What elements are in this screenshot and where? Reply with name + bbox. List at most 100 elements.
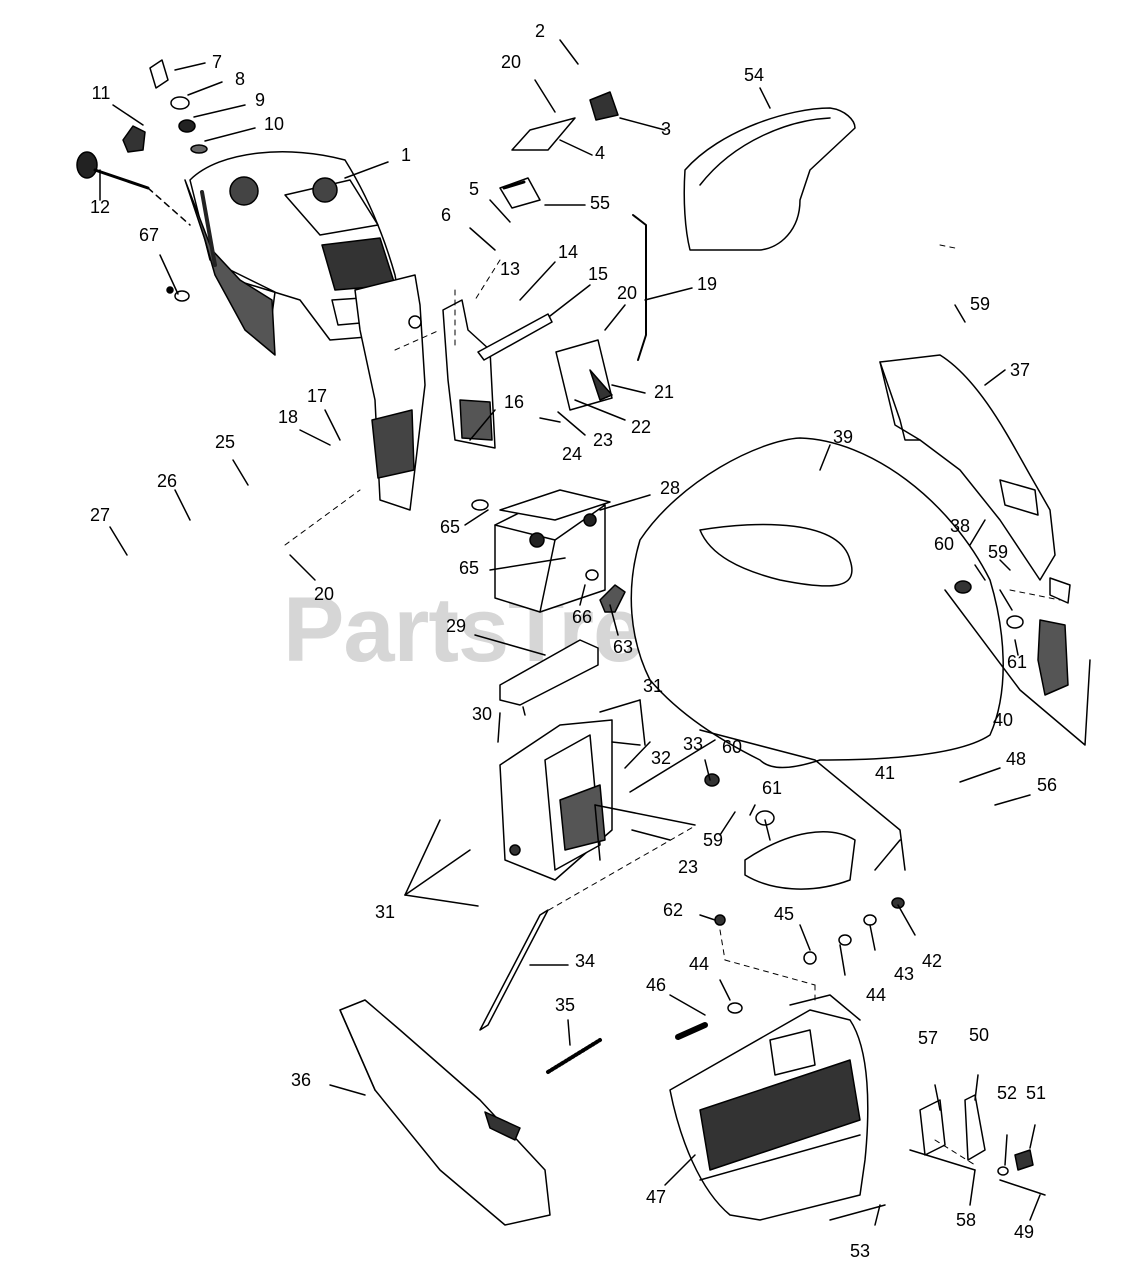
handle-bar-part	[477, 313, 553, 361]
callout-39: 39	[833, 427, 853, 447]
callout-14: 14	[558, 242, 578, 262]
callout-12: 12	[90, 197, 110, 217]
callout-35: 35	[555, 995, 575, 1015]
callout-10: 10	[264, 114, 284, 134]
callout-59-mid: 59	[703, 830, 723, 850]
battery-tray-30-part	[499, 719, 613, 881]
callout-42: 42	[922, 951, 942, 971]
callout-21: 21	[654, 382, 674, 402]
callout-67: 67	[139, 225, 159, 245]
callout-19: 19	[697, 274, 717, 294]
callout-15: 15	[588, 264, 608, 284]
callout-59-right: 59	[988, 542, 1008, 562]
top-cover-54-part	[683, 107, 856, 251]
callout-44-right: 44	[866, 985, 886, 1005]
callout-23-bottom: 23	[678, 857, 698, 877]
callout-44-left: 44	[689, 954, 709, 974]
callout-52: 52	[997, 1083, 1017, 1103]
callout-labels: 1 2 3 4 5 6 7 8 9 10 11 12 13 14 15 16 1…	[90, 21, 1057, 1261]
hood-latch-part	[919, 1094, 1034, 1176]
callout-60-right: 60	[934, 534, 954, 554]
front-grille-47-part	[669, 994, 869, 1221]
callout-63: 63	[613, 637, 633, 657]
side-panel-36-part	[339, 999, 551, 1226]
callout-41: 41	[875, 763, 895, 783]
callout-65-bottom: 65	[459, 558, 479, 578]
callout-18: 18	[278, 407, 298, 427]
callout-36: 36	[291, 1070, 311, 1090]
callout-46: 46	[646, 975, 666, 995]
callout-30: 30	[472, 704, 492, 724]
callout-43: 43	[894, 964, 914, 984]
callout-20-top: 20	[501, 52, 521, 72]
mounting-bracket-part	[354, 274, 496, 511]
rod-19-part	[632, 214, 647, 361]
spring-35-part	[546, 1038, 602, 1074]
callout-24: 24	[562, 444, 582, 464]
callout-2: 2	[535, 21, 545, 41]
callout-38: 38	[950, 516, 970, 536]
trim-41-part	[699, 729, 906, 890]
battery-28-part	[471, 489, 611, 613]
callout-1: 1	[401, 145, 411, 165]
callout-16: 16	[504, 392, 524, 412]
callout-49: 49	[1014, 1222, 1034, 1242]
bumper-stops-part	[704, 580, 1069, 826]
callout-60-mid: 60	[722, 737, 742, 757]
callout-7: 7	[212, 52, 222, 72]
throttle-hardware-parts	[122, 59, 208, 154]
latch-part	[511, 91, 619, 151]
callout-61-mid: 61	[762, 778, 782, 798]
callout-62: 62	[663, 900, 683, 920]
callout-9: 9	[255, 90, 265, 110]
callout-22: 22	[631, 417, 651, 437]
callout-48: 48	[1006, 749, 1026, 769]
callout-54: 54	[744, 65, 764, 85]
callout-13: 13	[500, 259, 520, 279]
callout-65-top: 65	[440, 517, 460, 537]
side-panel-37-part	[879, 354, 1071, 604]
callout-53: 53	[850, 1241, 870, 1261]
callout-56: 56	[1037, 775, 1057, 795]
callout-5: 5	[469, 179, 479, 199]
callout-27: 27	[90, 505, 110, 525]
callout-25: 25	[215, 432, 235, 452]
callout-66: 66	[572, 607, 592, 627]
callout-51: 51	[1026, 1083, 1046, 1103]
callout-40: 40	[993, 710, 1013, 730]
spring-bracket-part	[499, 177, 541, 209]
callout-57: 57	[918, 1028, 938, 1048]
callout-20-left: 20	[314, 584, 334, 604]
hood-39-part	[630, 437, 1091, 769]
callout-23-top: 23	[593, 430, 613, 450]
plate-21-part	[555, 339, 613, 411]
callout-8: 8	[235, 69, 245, 89]
callout-37: 37	[1010, 360, 1030, 380]
callout-58: 58	[956, 1210, 976, 1230]
callout-26: 26	[157, 471, 177, 491]
terminal-boot-part	[585, 569, 626, 613]
callout-47: 47	[646, 1187, 666, 1207]
leader-lines	[99, 39, 1046, 1226]
callout-29: 29	[446, 616, 466, 636]
callout-28: 28	[660, 478, 680, 498]
strap-34-part	[479, 909, 549, 1031]
callout-61-right: 61	[1007, 652, 1027, 672]
choke-knob-part	[76, 151, 191, 226]
callout-55: 55	[590, 193, 610, 213]
battery-pad-29-part	[499, 639, 599, 706]
callout-50: 50	[969, 1025, 989, 1045]
callout-45: 45	[774, 904, 794, 924]
callout-33: 33	[683, 734, 703, 754]
callout-34: 34	[575, 951, 595, 971]
callout-6: 6	[441, 205, 451, 225]
callout-32: 32	[651, 748, 671, 768]
callout-59-top: 59	[970, 294, 990, 314]
callout-31-bottom: 31	[375, 902, 395, 922]
callout-4: 4	[595, 143, 605, 163]
callout-31-top: 31	[643, 676, 663, 696]
callout-3: 3	[661, 119, 671, 139]
callout-20-mid: 20	[617, 283, 637, 303]
